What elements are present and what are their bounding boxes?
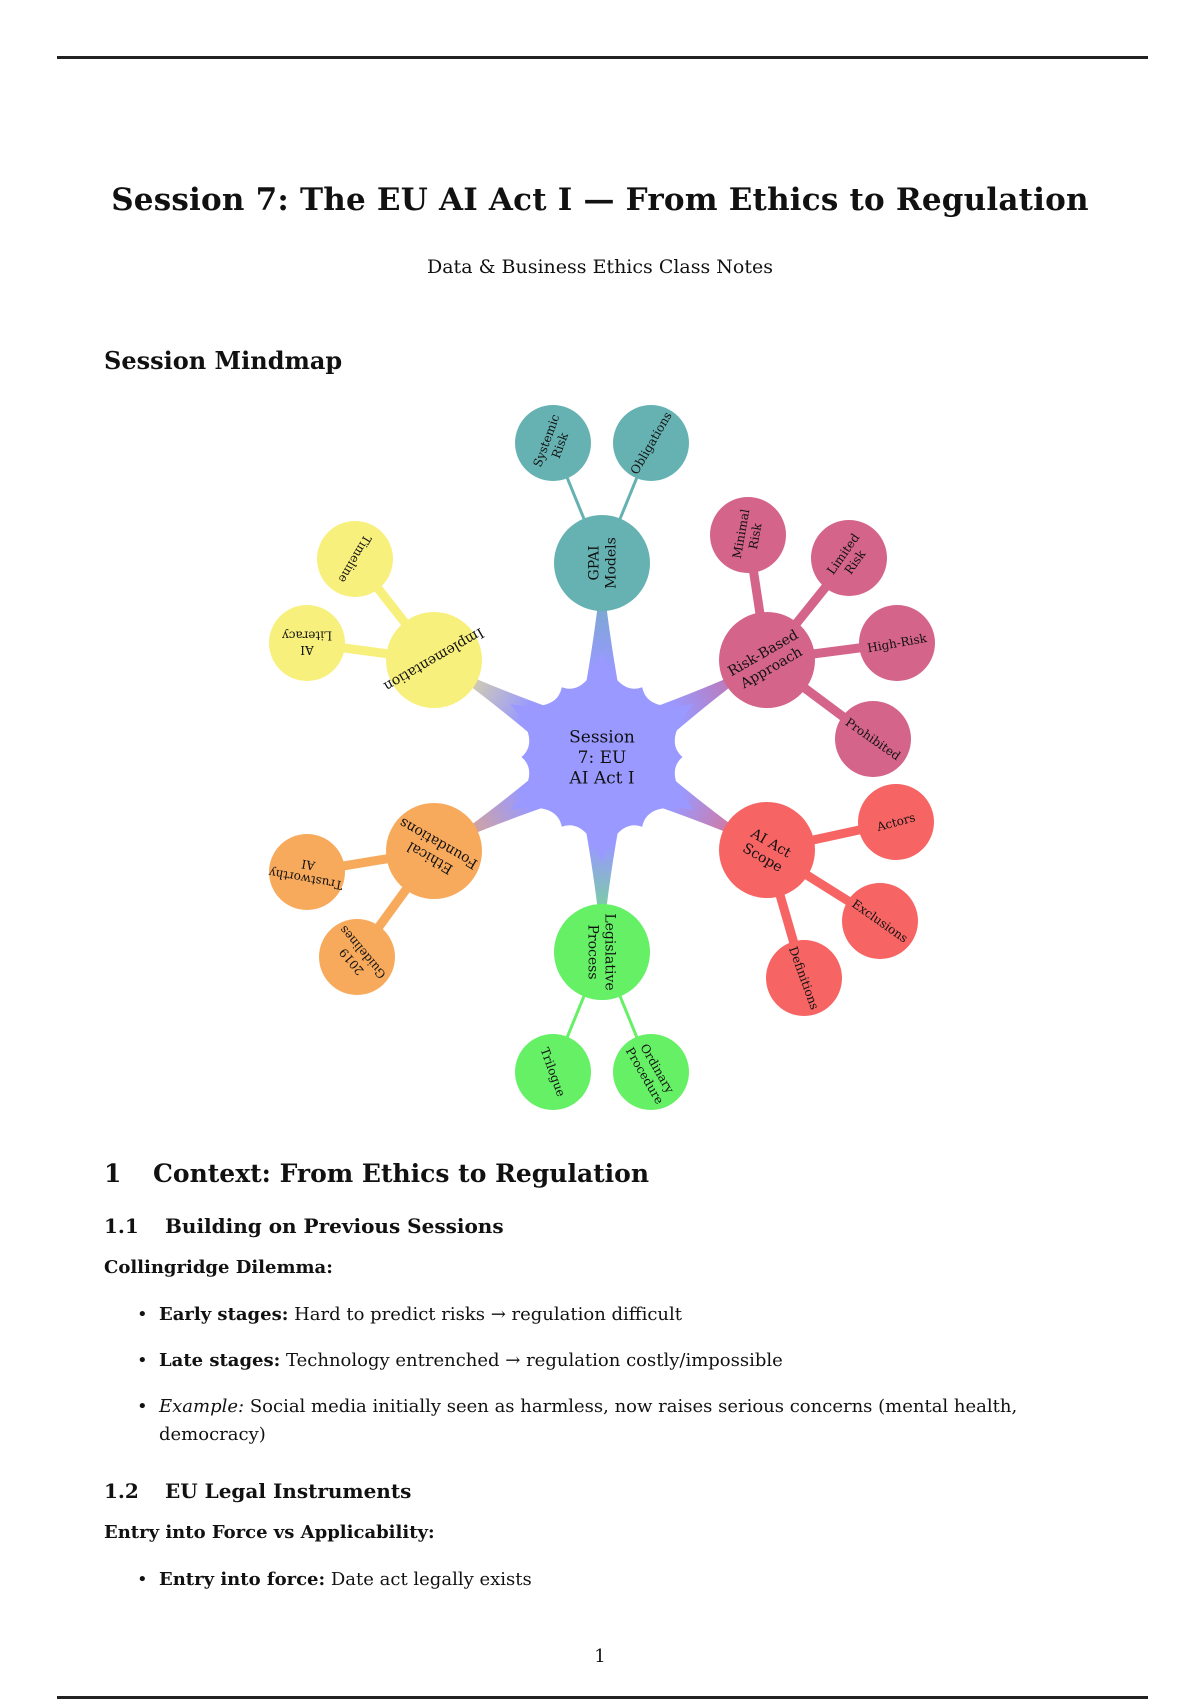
bullet-text: Social media initially seen as harmless,… <box>159 1396 1018 1445</box>
bullet-text: Technology entrenched → regulation costl… <box>280 1350 783 1371</box>
branch-node <box>719 802 815 898</box>
child-node <box>766 940 842 1016</box>
list-item: Early stages: Hard to predict risks → re… <box>137 1301 682 1329</box>
child-node <box>269 605 345 681</box>
subsection-title: EU Legal Instruments <box>165 1479 412 1503</box>
child-node-label: MinimalRisk <box>730 508 767 562</box>
entry-into-force-label: Entry into Force vs Applicability: <box>104 1522 435 1543</box>
list-item: Example: Social media initially seen as … <box>137 1393 1099 1449</box>
list-item: Late stages: Technology entrenched → reg… <box>137 1347 783 1375</box>
child-node <box>515 405 591 481</box>
branch-node <box>554 904 650 1000</box>
branch-node-label: GPAIModels <box>587 537 620 589</box>
child-node <box>319 919 395 995</box>
child-node <box>835 701 911 777</box>
bullet-text: Hard to predict risks → regulation diffi… <box>288 1304 683 1325</box>
bullet-text: Date act legally exists <box>325 1569 532 1590</box>
branch-node-label: LegislativeProcess <box>585 913 618 990</box>
bullet-lead: Example: <box>159 1396 245 1417</box>
child-node <box>858 784 934 860</box>
center-node <box>510 651 694 863</box>
bottom-rule <box>57 1696 1148 1699</box>
child-node <box>811 520 887 596</box>
child-node <box>859 605 935 681</box>
document-subtitle: Data & Business Ethics Class Notes <box>427 256 773 278</box>
subsection-1-1-heading: 1.1 Building on Previous Sessions <box>104 1214 504 1238</box>
subsection-number: 1.1 <box>104 1214 139 1238</box>
subsection-title: Building on Previous Sessions <box>165 1214 504 1238</box>
child-node <box>613 1034 689 1110</box>
child-node <box>710 497 786 573</box>
bullet-lead: Entry into force: <box>159 1569 326 1590</box>
branch-node <box>386 803 482 899</box>
child-node-label: AILiteracy <box>282 629 332 657</box>
section-title: Context: From Ethics to Regulation <box>153 1159 650 1188</box>
child-node <box>613 405 689 481</box>
top-rule <box>57 56 1148 59</box>
bullet-lead: Late stages: <box>159 1350 281 1371</box>
section-number: 1 <box>104 1159 122 1188</box>
collingridge-label: Collingridge Dilemma: <box>104 1257 333 1278</box>
bullet-lead: Early stages: <box>159 1304 289 1325</box>
page-number: 1 <box>594 1646 606 1667</box>
document-title: Session 7: The EU AI Act I — From Ethics… <box>111 182 1089 218</box>
branch-ethical: EthicalFoundationsTrustworthyAI2019Guide… <box>267 803 482 995</box>
list-item: Entry into force: Date act legally exist… <box>137 1566 532 1594</box>
mindmap-heading: Session Mindmap <box>104 346 343 375</box>
subsection-1-2-heading: 1.2 EU Legal Instruments <box>104 1479 411 1503</box>
branch-node <box>386 612 482 708</box>
child-node <box>269 834 345 910</box>
child-node <box>317 521 393 597</box>
branch-node <box>554 515 650 611</box>
subsection-number: 1.2 <box>104 1479 139 1503</box>
branch-node <box>719 612 815 708</box>
section-1-heading: 1 Context: From Ethics to Regulation <box>104 1159 649 1188</box>
child-node <box>842 883 918 959</box>
child-node <box>515 1034 591 1110</box>
